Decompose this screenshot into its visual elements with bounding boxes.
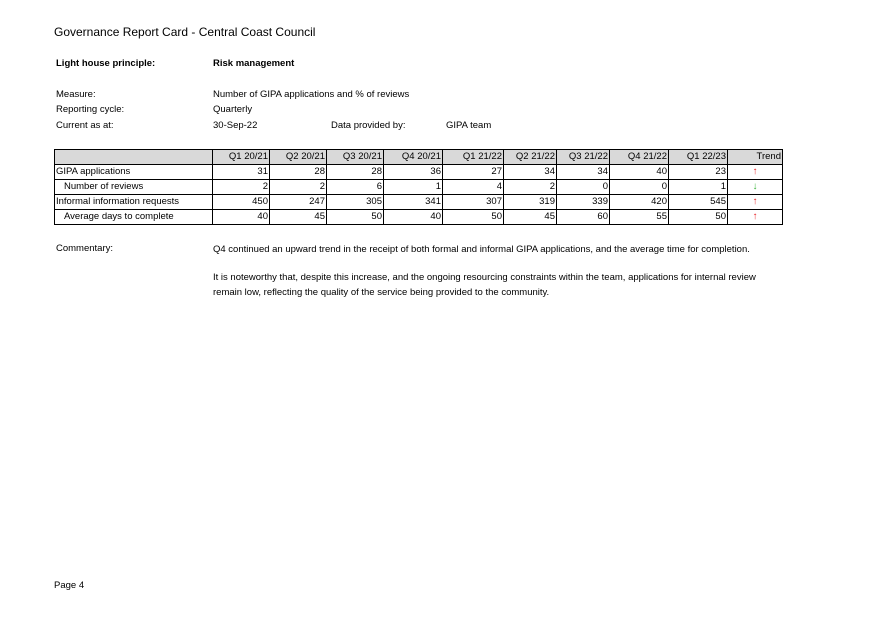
- table-cell: 2: [269, 179, 327, 195]
- table-cell: 1: [383, 179, 443, 195]
- column-header: Trend: [727, 149, 783, 165]
- table-row: GIPA applications 31 28 28 36 27 34 34 4…: [54, 164, 783, 180]
- column-header: Q3 20/21: [326, 149, 384, 165]
- table-cell: 40: [383, 209, 443, 225]
- principle-value: Risk management: [213, 58, 295, 69]
- table-cell: 420: [609, 194, 669, 210]
- table-cell: 2: [212, 179, 270, 195]
- row-label: GIPA applications: [54, 164, 213, 180]
- column-header: Q2 21/22: [503, 149, 557, 165]
- trend-up-arrow-icon: ↑: [727, 209, 783, 225]
- column-header: Q1 20/21: [212, 149, 270, 165]
- table-row: Number of reviews 2 2 6 1 4 2 0 0 1 ↓: [54, 179, 783, 195]
- column-header: Q4 20/21: [383, 149, 443, 165]
- reporting-cycle-value: Quarterly: [213, 104, 253, 115]
- gipa-table: Q1 20/21 Q2 20/21 Q3 20/21 Q4 20/21 Q1 2…: [54, 149, 783, 225]
- table-cell: 50: [668, 209, 728, 225]
- table-cell: 40: [609, 164, 669, 180]
- table-cell: 34: [503, 164, 557, 180]
- commentary-paragraph-2: It is noteworthy that, despite this incr…: [213, 272, 756, 298]
- table-cell: 40: [212, 209, 270, 225]
- column-header: Q4 21/22: [609, 149, 669, 165]
- table-cell: 50: [442, 209, 504, 225]
- table-cell: 450: [212, 194, 270, 210]
- table-cell: 31: [212, 164, 270, 180]
- table-cell: 4: [442, 179, 504, 195]
- page-number: Page 4: [54, 580, 85, 591]
- table-cell: 27: [442, 164, 504, 180]
- column-header: Q3 21/22: [556, 149, 610, 165]
- table-cell: 0: [609, 179, 669, 195]
- current-as-at-value: 30-Sep-22: [213, 120, 258, 131]
- data-provided-label: Data provided by:: [331, 120, 406, 131]
- table-cell: 50: [326, 209, 384, 225]
- principle-label: Light house principle:: [56, 58, 156, 69]
- table-cell: 55: [609, 209, 669, 225]
- column-header: [54, 149, 213, 165]
- page-title: Governance Report Card - Central Coast C…: [54, 25, 316, 39]
- measure-value: Number of GIPA applications and % of rev…: [213, 89, 410, 100]
- trend-up-arrow-icon: ↑: [727, 194, 783, 210]
- table-cell: 36: [383, 164, 443, 180]
- table-cell: 2: [503, 179, 557, 195]
- commentary-paragraph-1: Q4 continued an upward trend in the rece…: [213, 244, 750, 255]
- measure-label: Measure:: [56, 89, 96, 100]
- table-cell: 1: [668, 179, 728, 195]
- table-cell: 341: [383, 194, 443, 210]
- table-cell: 45: [269, 209, 327, 225]
- table-cell: 339: [556, 194, 610, 210]
- row-label: Number of reviews: [54, 179, 213, 195]
- table-cell: 319: [503, 194, 557, 210]
- table-cell: 23: [668, 164, 728, 180]
- table-cell: 28: [269, 164, 327, 180]
- table-cell: 305: [326, 194, 384, 210]
- table-cell: 34: [556, 164, 610, 180]
- row-label: Informal information requests: [54, 194, 213, 210]
- reporting-cycle-label: Reporting cycle:: [56, 104, 125, 115]
- trend-up-arrow-icon: ↑: [727, 164, 783, 180]
- column-header: Q1 22/23: [668, 149, 728, 165]
- table-cell: 60: [556, 209, 610, 225]
- table-row: Informal information requests 450 247 30…: [54, 194, 783, 210]
- table-cell: 45: [503, 209, 557, 225]
- commentary-label: Commentary:: [56, 243, 114, 254]
- current-as-at-label: Current as at:: [56, 120, 114, 131]
- trend-down-arrow-icon: ↓: [727, 179, 783, 195]
- row-label: Average days to complete: [54, 209, 213, 225]
- table-cell: 0: [556, 179, 610, 195]
- column-header: Q2 20/21: [269, 149, 327, 165]
- data-provided-value: GIPA team: [446, 120, 492, 131]
- table-cell: 247: [269, 194, 327, 210]
- table-cell: 307: [442, 194, 504, 210]
- table-row: Average days to complete 40 45 50 40 50 …: [54, 209, 783, 225]
- table-header-row: Q1 20/21 Q2 20/21 Q3 20/21 Q4 20/21 Q1 2…: [54, 149, 783, 165]
- table-cell: 545: [668, 194, 728, 210]
- column-header: Q1 21/22: [442, 149, 504, 165]
- table-cell: 6: [326, 179, 384, 195]
- table-cell: 28: [326, 164, 384, 180]
